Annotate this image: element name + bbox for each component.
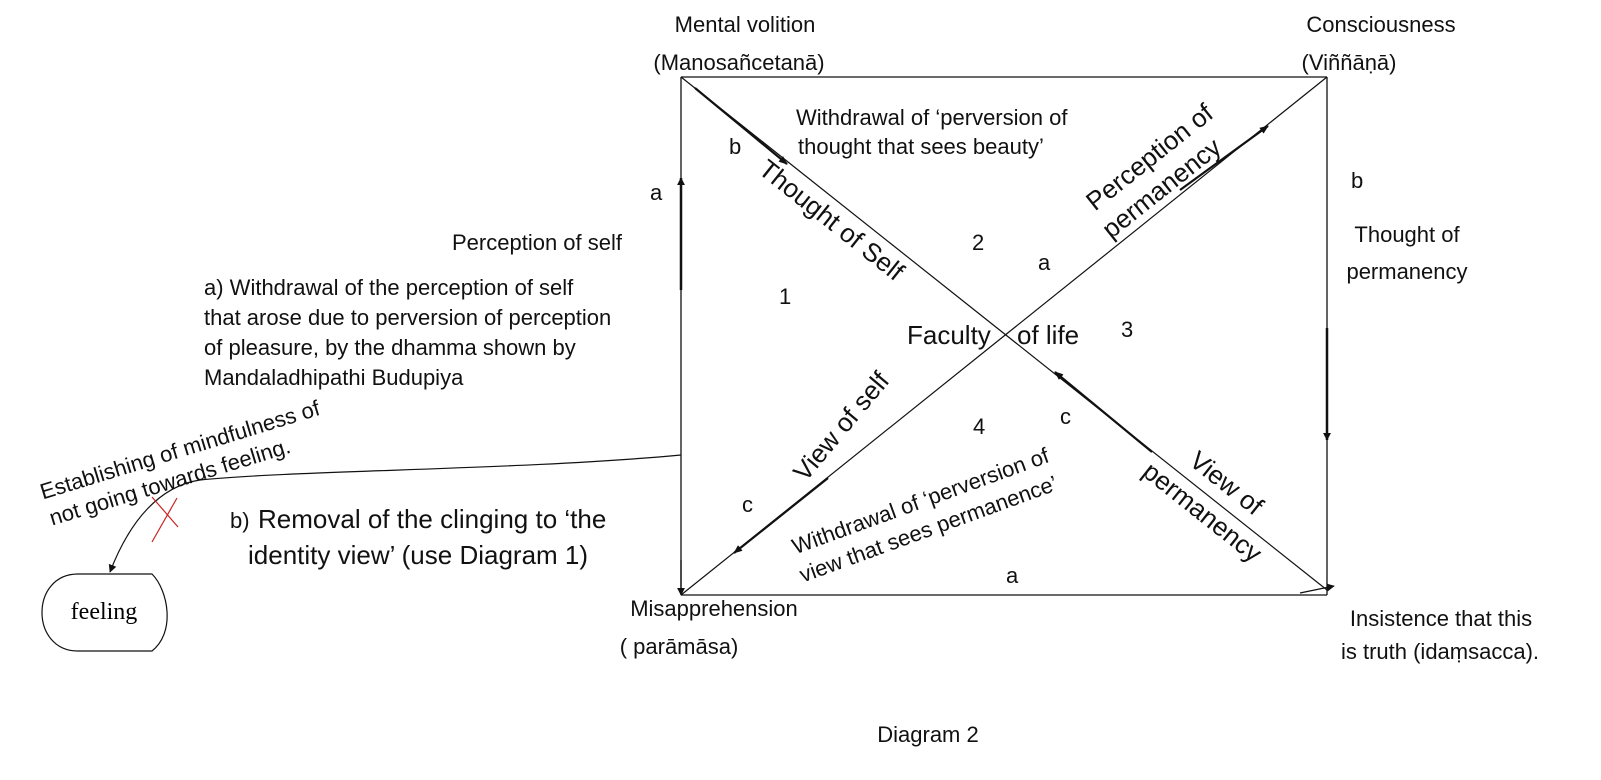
red-cross-stroke-2 xyxy=(151,497,178,543)
diagram-caption: Diagram 2 xyxy=(877,722,978,747)
feeling-label: feeling xyxy=(71,599,138,625)
note-b-prefix: b) xyxy=(230,508,250,533)
top-left-label-1: Mental volition xyxy=(675,12,816,37)
bottom-left-label-1: Misapprehension xyxy=(630,596,798,621)
marker-diag-b: b xyxy=(729,134,741,159)
note-a-line-4: Mandaladhipathi Budupiya xyxy=(204,365,464,390)
note-b-line-1: Removal of the clinging to ‘the xyxy=(258,504,606,534)
bottom-right-label-2: is truth (idaṃsacca). xyxy=(1341,639,1539,664)
top-right-label-1: Consciousness xyxy=(1306,12,1455,37)
region-1: 1 xyxy=(779,284,791,309)
top-right-label-2: (Viññāṇā) xyxy=(1302,50,1397,75)
arrow-toward-consciousness xyxy=(1179,125,1269,191)
note-a-line-1: a) Withdrawal of the perception of self xyxy=(204,275,574,300)
curve-to-feeling xyxy=(108,454,682,573)
withdrawal-beauty-line-2: thought that sees beauty’ xyxy=(798,134,1044,159)
marker-diag-a: a xyxy=(1038,250,1051,275)
diagonal-tl-br xyxy=(680,76,1328,591)
feeling-shape xyxy=(41,573,168,652)
region-3: 3 xyxy=(1121,317,1133,342)
arrow-toward-misapprehension xyxy=(733,477,829,554)
marker-diag-c: c xyxy=(1060,404,1071,429)
marker-left-a: a xyxy=(650,180,663,205)
bottom-right-label-1: Insistence that this xyxy=(1350,606,1532,631)
marker-bottom-a: a xyxy=(1006,563,1019,588)
withdrawal-beauty-line-1: Withdrawal of ‘perversion of xyxy=(796,105,1068,130)
center-label-left: Faculty xyxy=(907,320,991,350)
perception-of-self-label: Perception of self xyxy=(452,230,623,255)
thought-of-permanency-line-1: Thought of xyxy=(1354,222,1460,247)
note-a-line-3: of pleasure, by the dhamma shown by xyxy=(204,335,576,360)
top-left-label-2: (Manosañcetanā) xyxy=(653,50,824,75)
marker-lower-c: c xyxy=(742,492,753,517)
note-b-line-2: identity view’ (use Diagram 1) xyxy=(248,540,588,570)
note-a-line-2: that arose due to perversion of percepti… xyxy=(204,305,611,330)
arrow-toward-thought-of-self xyxy=(694,87,788,165)
view-of-self-label: View of self xyxy=(787,365,896,486)
thought-of-permanency-line-2: permanency xyxy=(1346,259,1467,284)
marker-right-b: b xyxy=(1351,168,1363,193)
region-4: 4 xyxy=(973,414,985,439)
thought-of-self-label: Thought of Self xyxy=(753,153,910,287)
arrow-toward-faculty-of-life xyxy=(1054,371,1153,453)
center-label-right: of life xyxy=(1017,320,1079,350)
region-2: 2 xyxy=(972,230,984,255)
bottom-edge-arrow xyxy=(1299,583,1335,594)
bottom-left-label-2: ( parāmāsa) xyxy=(620,634,739,659)
red-cross-stroke-1 xyxy=(151,496,179,528)
